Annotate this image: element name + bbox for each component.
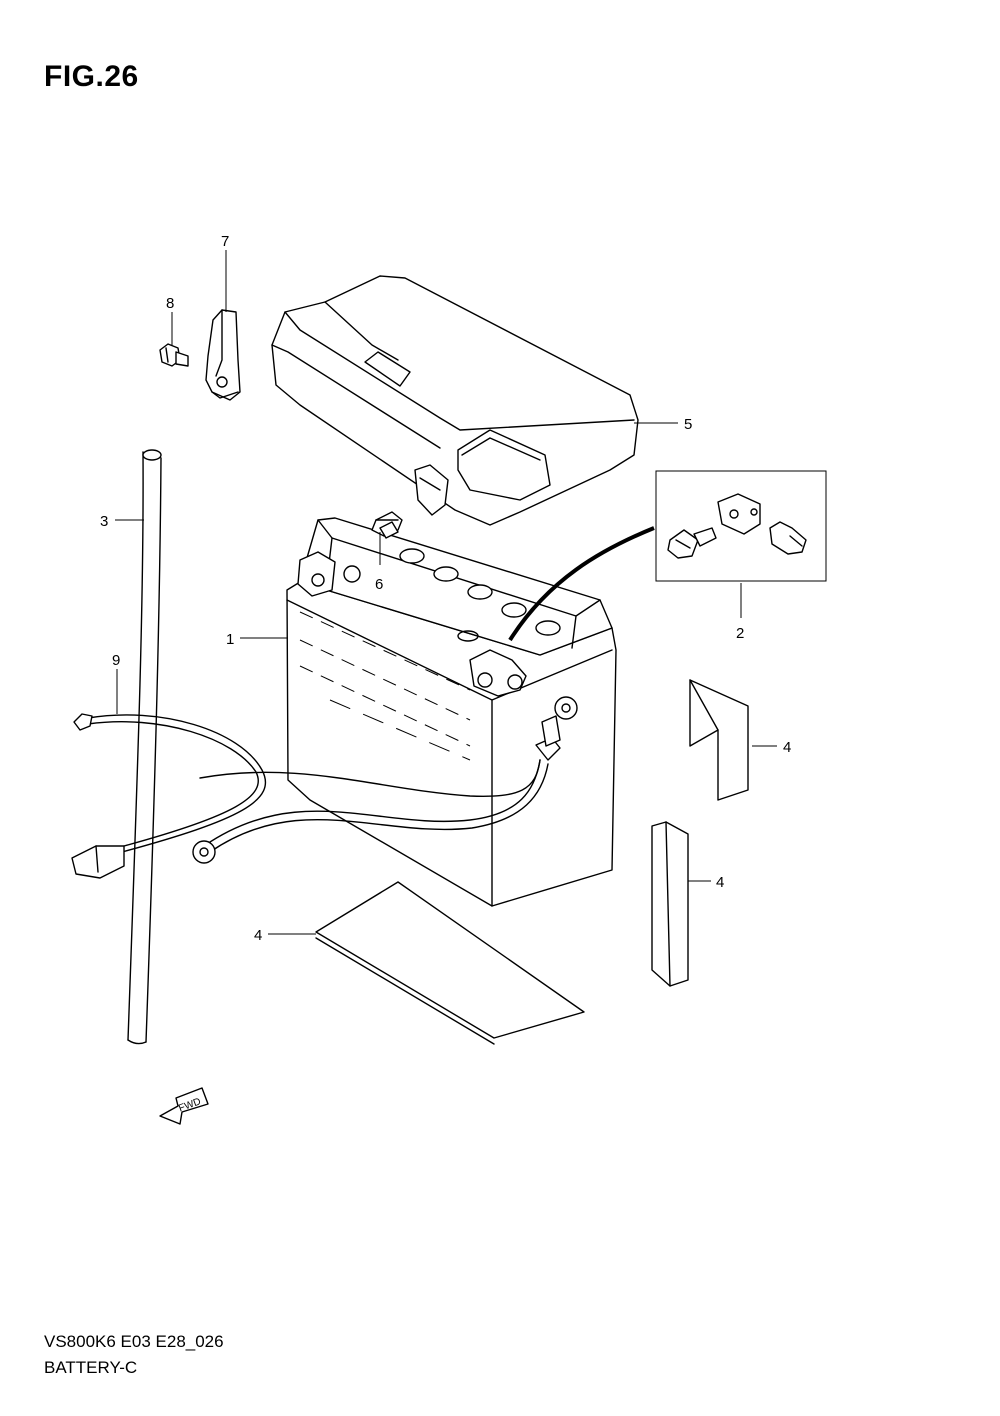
callout-7: 7 bbox=[221, 233, 229, 250]
battery-cover bbox=[271, 275, 639, 526]
callout-4-floor: 4 bbox=[254, 927, 262, 944]
bracket-bolt bbox=[159, 343, 189, 367]
callout-4-strip: 4 bbox=[716, 874, 724, 891]
callouts: 1 2 3 4 4 4 5 6 7 8 9 bbox=[100, 233, 791, 944]
cover-bracket bbox=[205, 309, 241, 401]
pad-floor bbox=[315, 881, 585, 1045]
leader-lines bbox=[115, 250, 777, 935]
model-code: VS800K6 E03 E28_026 bbox=[44, 1332, 224, 1351]
battery-cables bbox=[71, 696, 578, 879]
terminal-bolt-set bbox=[508, 470, 827, 642]
pad-strip bbox=[651, 821, 689, 987]
battery-body bbox=[286, 517, 617, 907]
figure-title: FIG.26 bbox=[44, 60, 139, 93]
pad-bent bbox=[689, 679, 749, 801]
terminal-screw bbox=[371, 511, 403, 539]
breather-hose bbox=[127, 449, 162, 1045]
callout-2: 2 bbox=[736, 625, 744, 642]
callout-9: 9 bbox=[112, 652, 120, 669]
callout-4-bent: 4 bbox=[783, 739, 791, 756]
callout-5: 5 bbox=[684, 416, 692, 433]
callout-6: 6 bbox=[375, 576, 383, 593]
callout-3: 3 bbox=[100, 513, 108, 530]
fwd-arrow-icon: FWD bbox=[159, 1087, 209, 1125]
section-name: BATTERY-C bbox=[44, 1358, 138, 1377]
callout-8: 8 bbox=[166, 295, 174, 312]
callout-1: 1 bbox=[226, 631, 234, 648]
